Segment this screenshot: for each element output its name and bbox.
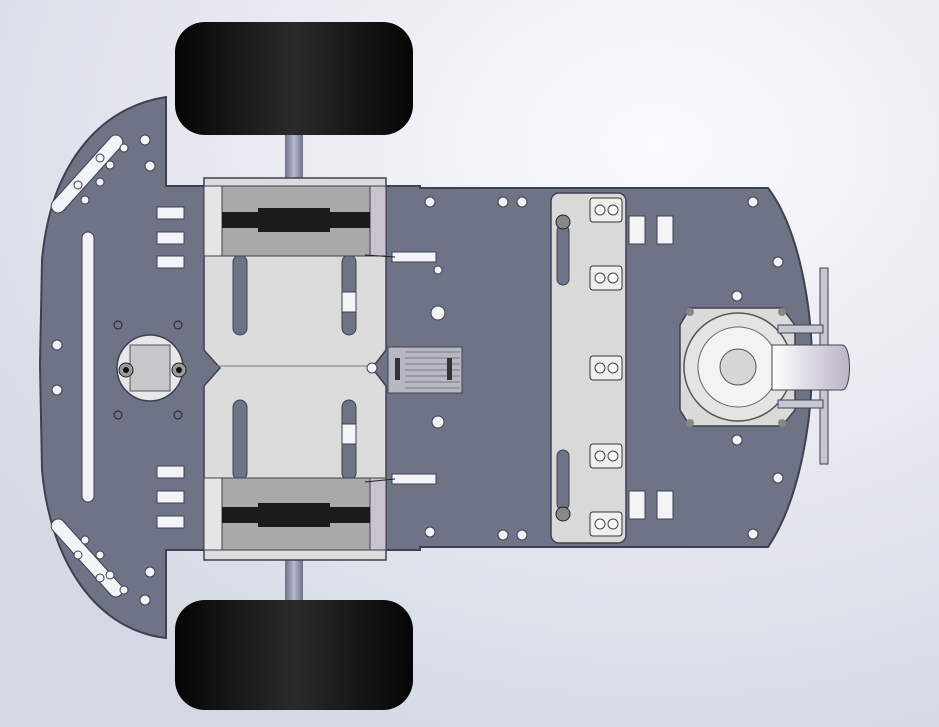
rect-slot — [156, 206, 674, 529]
mounting-hole-icon — [51, 134, 784, 606]
arc-slot — [50, 134, 124, 598]
tire-icon — [175, 22, 413, 710]
ribbon-connector — [366, 346, 463, 394]
motor-icon — [203, 185, 387, 551]
sensor-strip-icon — [550, 192, 627, 544]
axle-top — [285, 130, 303, 190]
motor-mount — [203, 177, 387, 561]
encoder-disc — [113, 320, 187, 420]
caster-wheel-icon — [679, 267, 850, 465]
